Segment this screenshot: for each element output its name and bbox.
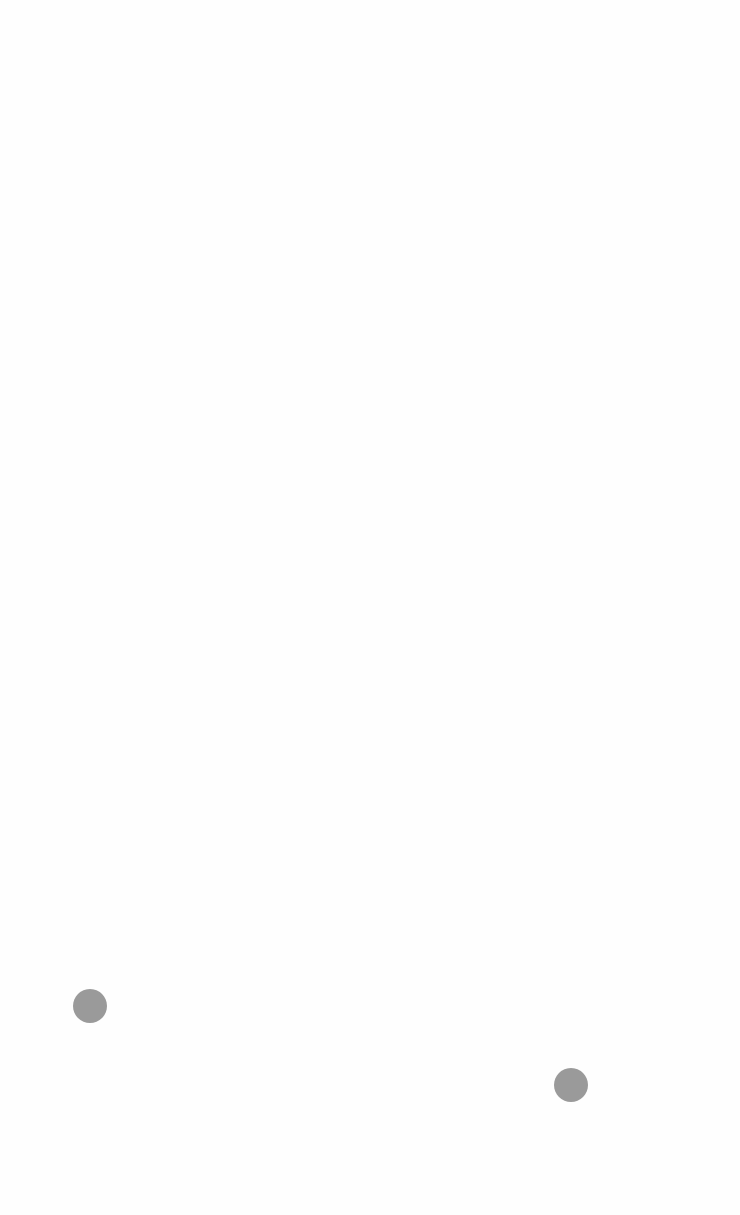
left-circle-dot-icon[interactable] — [73, 989, 107, 1023]
right-circle-dot-icon[interactable] — [554, 1068, 588, 1102]
blank-content-area — [0, 0, 740, 960]
